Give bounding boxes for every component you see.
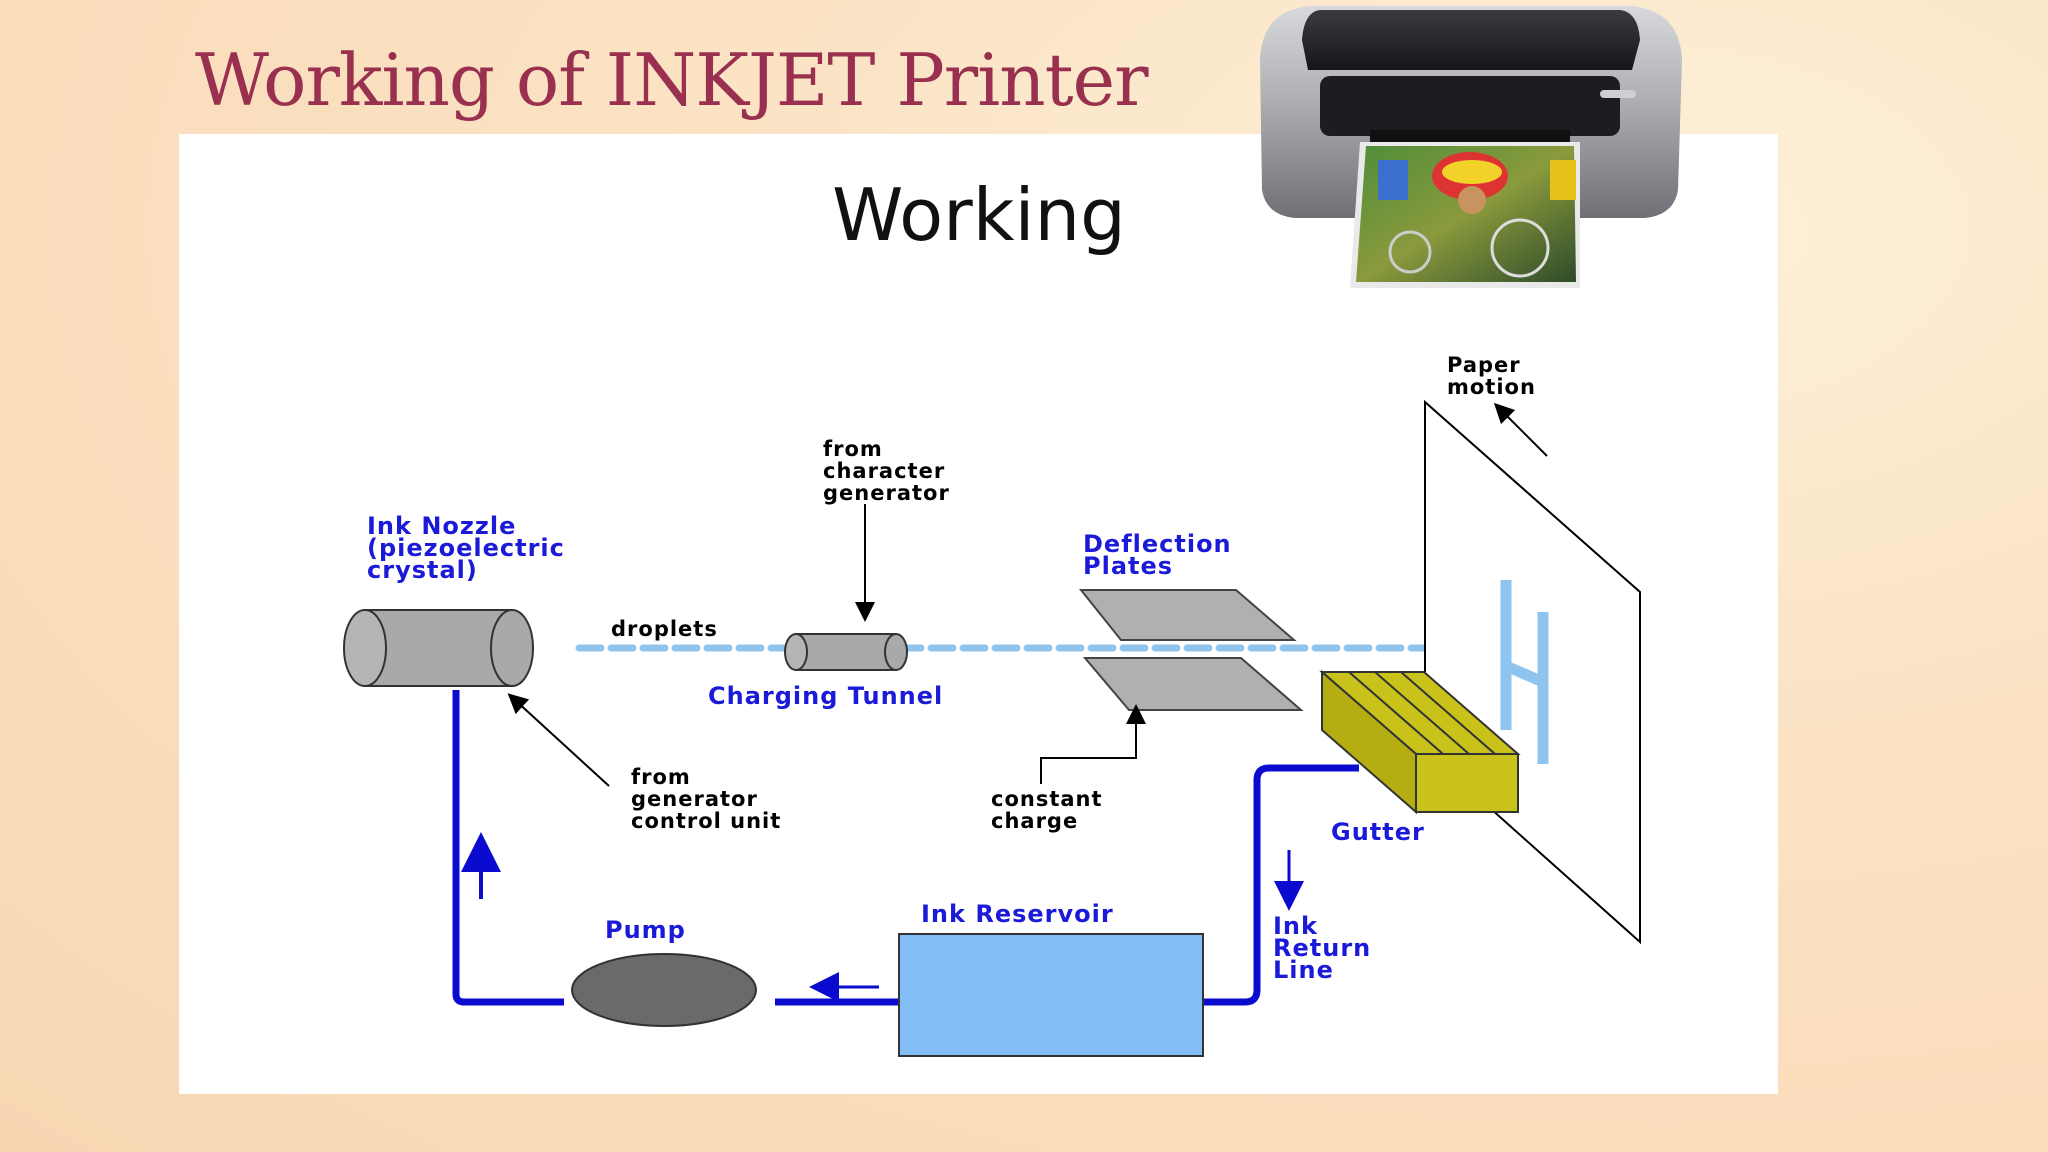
paper-motion-arrow <box>1493 402 1548 457</box>
slide-title: Working of INKJET Printer <box>195 38 1149 122</box>
ink-nozzle <box>343 609 534 687</box>
ink-return-line-label: Ink Return Line <box>1273 912 1381 984</box>
deflection-plate-top <box>1078 589 1297 641</box>
deflection-plates-label: Deflection Plates <box>1083 530 1241 580</box>
control-unit-label: from generator control unit <box>631 765 781 833</box>
gutter-label: Gutter <box>1331 818 1425 846</box>
gutter <box>1319 669 1521 815</box>
char-gen-label: from character generator <box>823 437 954 505</box>
droplets-label: droplets <box>611 617 718 641</box>
inkjet-diagram: Working <box>343 173 1641 1057</box>
ink-line <box>452 690 564 1006</box>
control-unit-arrow <box>507 693 610 787</box>
charging-tunnel-label: Charging Tunnel <box>708 682 943 710</box>
ink-reservoir-label: Ink Reservoir <box>921 900 1114 928</box>
printed-character <box>1500 580 1549 764</box>
charging-tunnel <box>784 633 908 671</box>
inkjet-printer-photo <box>1260 6 1682 288</box>
pump <box>571 953 757 1027</box>
deflection-plate-bottom <box>1082 657 1304 711</box>
ink-reservoir <box>898 933 1204 1057</box>
ink-return-line <box>1203 764 1359 1006</box>
pump-label: Pump <box>605 916 686 944</box>
ink-nozzle-label: Ink Nozzle (piezoelectric crystal) <box>367 512 574 584</box>
diagram-heading: Working <box>832 173 1126 257</box>
paper-motion-label: Paper motion <box>1447 353 1536 399</box>
constant-charge-label: constant charge <box>991 787 1111 833</box>
constant-charge-arrow <box>1040 704 1146 784</box>
diagram-panel: Working <box>179 134 1778 1094</box>
